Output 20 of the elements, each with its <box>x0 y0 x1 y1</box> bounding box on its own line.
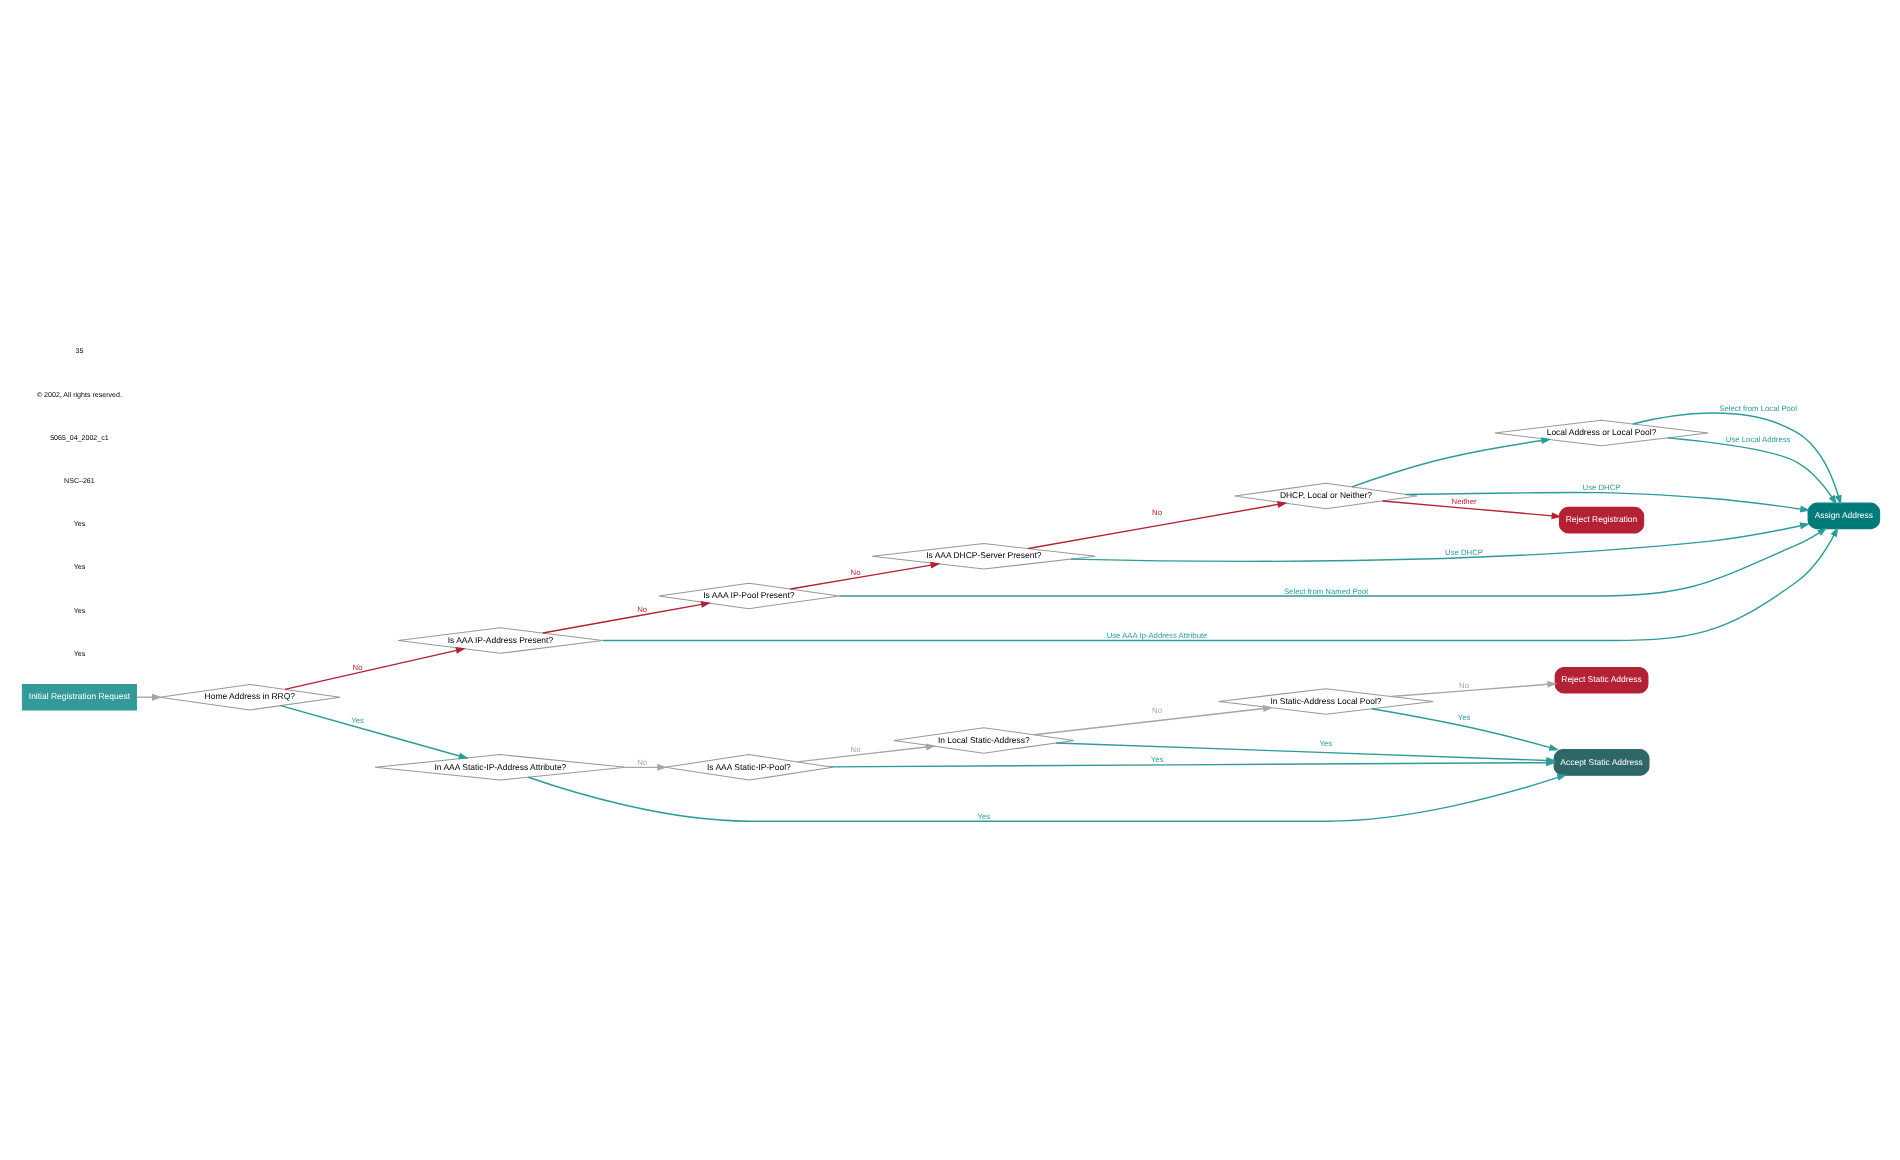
arrow <box>1032 705 1272 736</box>
arrow <box>1380 500 1561 520</box>
arrow <box>1026 501 1287 550</box>
arrow <box>624 763 667 771</box>
arrow <box>1666 437 1837 505</box>
arrow <box>1069 522 1809 563</box>
arrow <box>1403 491 1810 513</box>
arrow <box>526 774 1567 822</box>
arrow <box>1350 437 1551 488</box>
arrow <box>278 704 468 760</box>
arrow <box>1389 680 1557 698</box>
arrow <box>601 526 1838 642</box>
arrow <box>1054 742 1556 764</box>
arrow <box>788 561 940 590</box>
arrow <box>837 527 1827 597</box>
arrow <box>283 647 465 691</box>
arrow <box>1370 708 1559 751</box>
arrow <box>1631 412 1841 506</box>
arrow <box>541 601 710 634</box>
arrow <box>795 743 935 763</box>
